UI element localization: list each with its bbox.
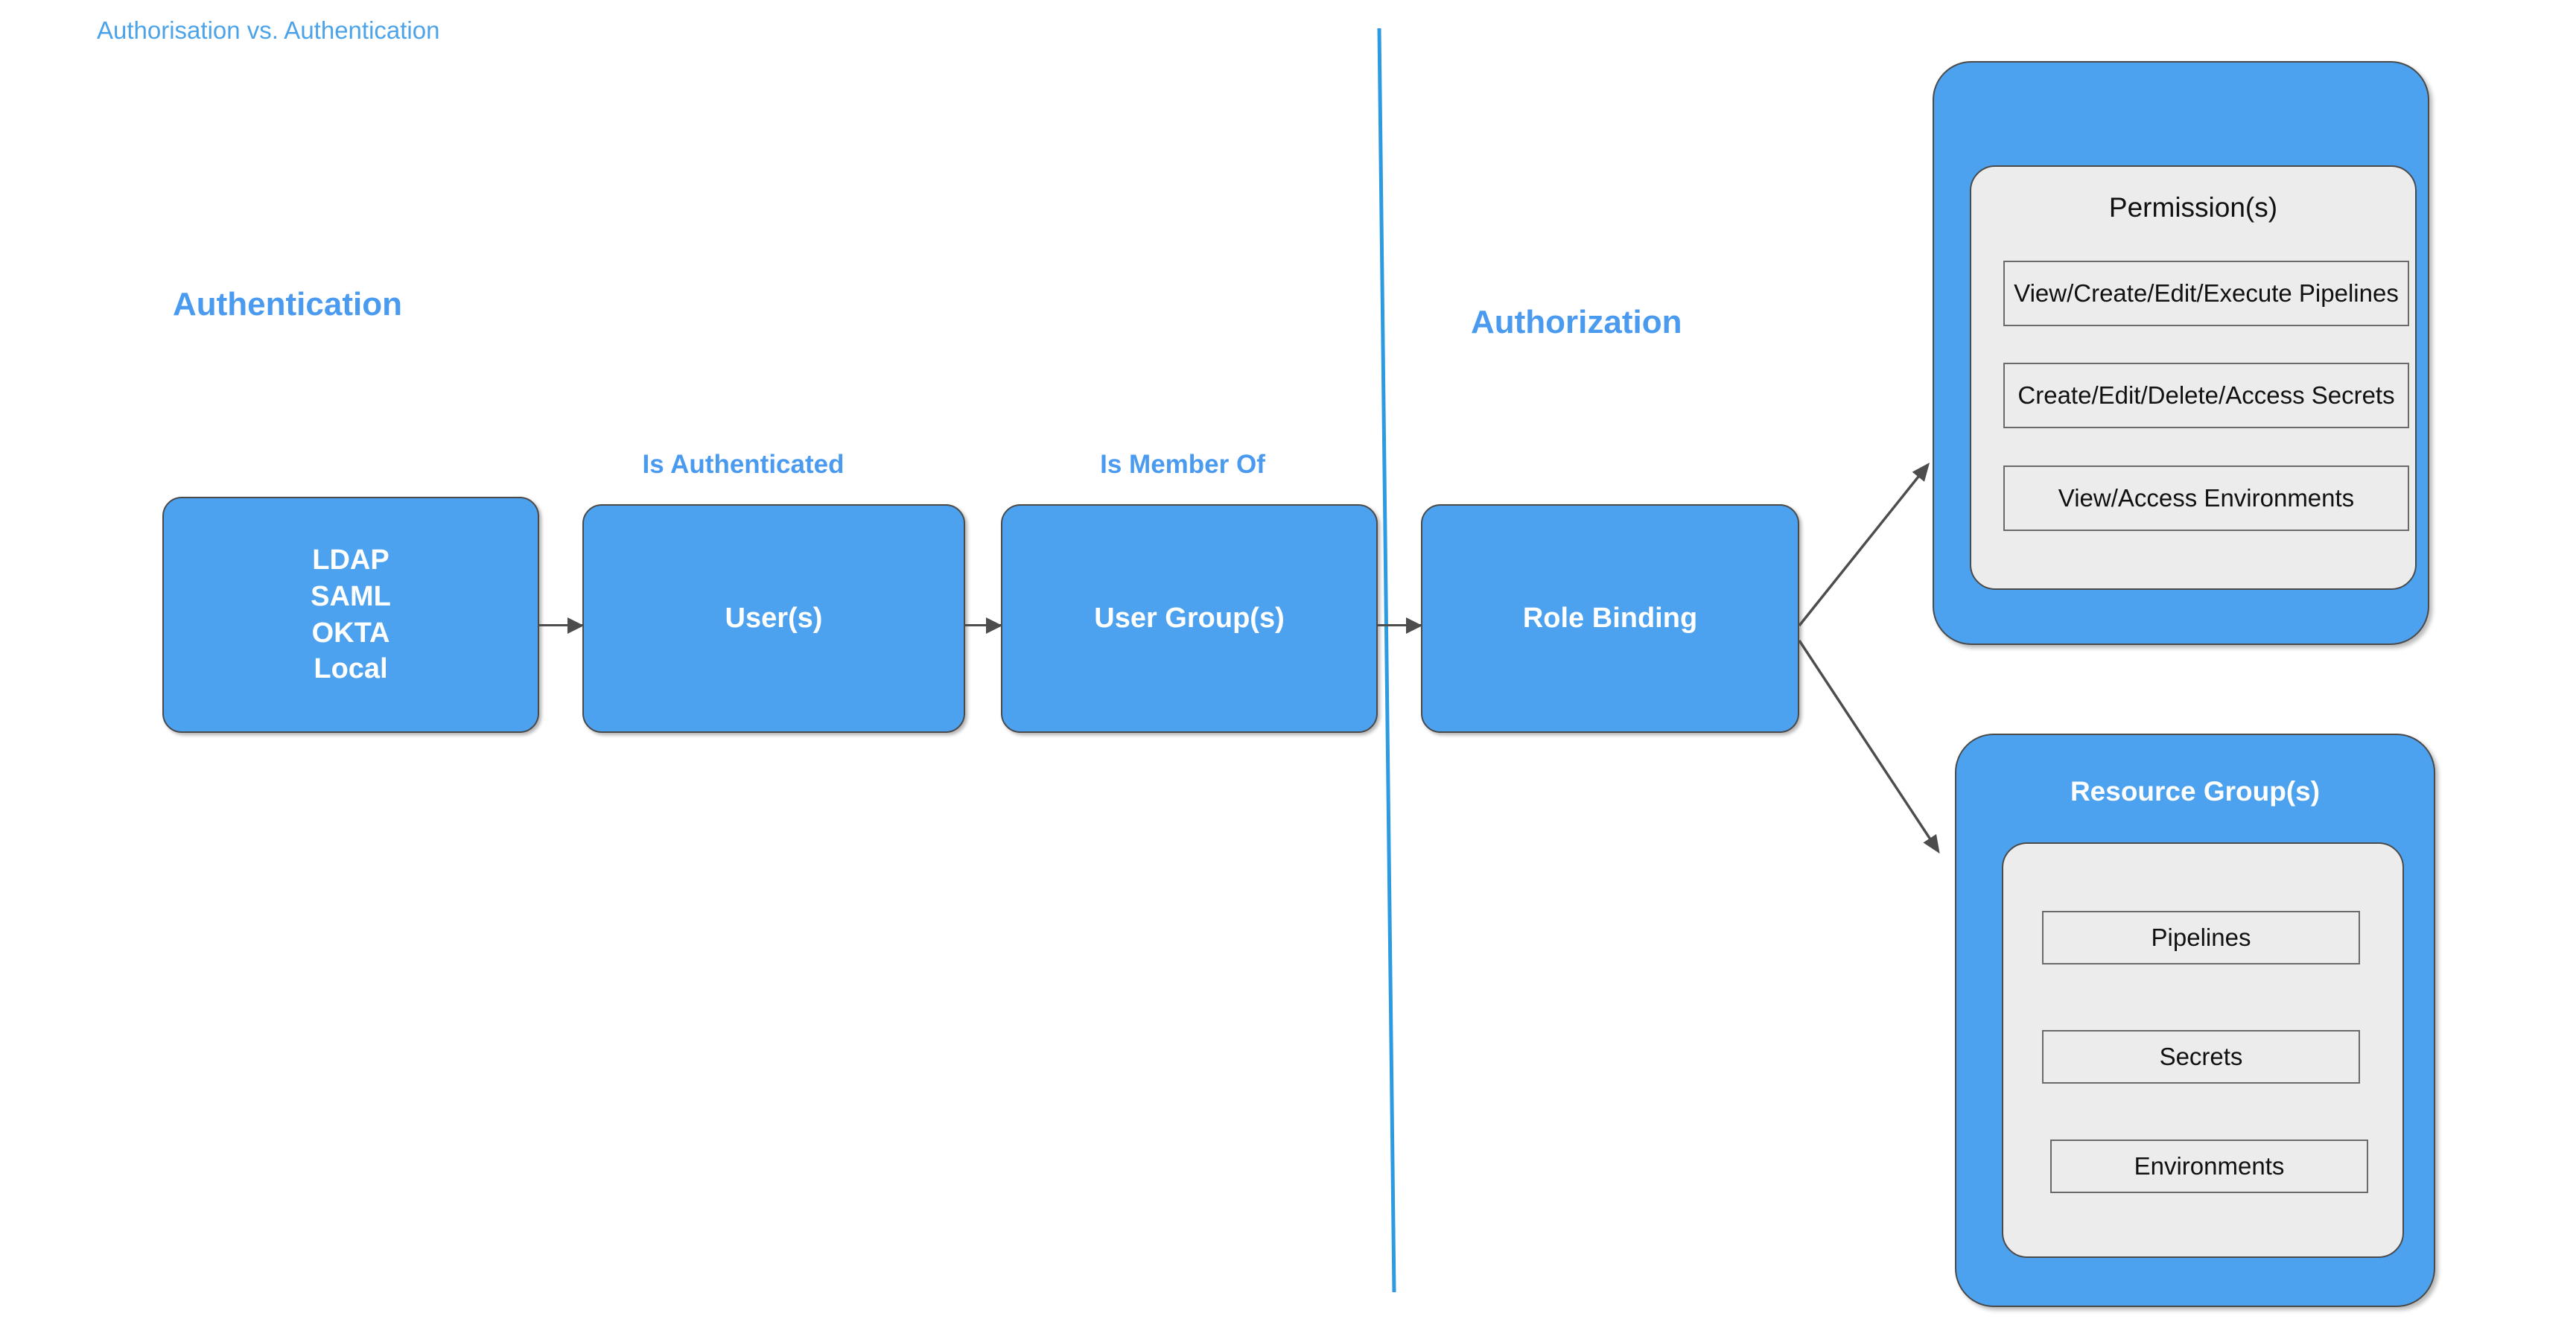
box-users[interactable]: User(s) bbox=[582, 504, 965, 733]
permission-item[interactable]: View/Access Environments bbox=[2003, 465, 2409, 531]
label-is-member-of: Is Member Of bbox=[1100, 450, 1265, 479]
identity-provider-ldap: LDAP bbox=[312, 544, 389, 576]
identity-provider-saml: SAML bbox=[311, 580, 391, 612]
box-identity-providers[interactable]: LDAP SAML OKTA Local bbox=[162, 497, 539, 733]
heading-authentication: Authentication bbox=[173, 286, 402, 322]
connector-arrow-idp-to-users bbox=[539, 617, 584, 634]
identity-provider-local: Local bbox=[314, 653, 388, 685]
identity-provider-list: LDAP SAML OKTA Local bbox=[311, 542, 391, 687]
resource-item[interactable]: Environments bbox=[2050, 1140, 2368, 1193]
permission-item[interactable]: View/Create/Edit/Execute Pipelines bbox=[2003, 261, 2409, 326]
resource-item[interactable]: Pipelines bbox=[2042, 911, 2360, 964]
panel-resource-groups-title: Resource Group(s) bbox=[2070, 776, 2321, 807]
permission-item[interactable]: Create/Edit/Delete/Access Secrets bbox=[2003, 363, 2409, 428]
box-role-binding[interactable]: Role Binding bbox=[1421, 504, 1799, 733]
resource-item[interactable]: Secrets bbox=[2042, 1030, 2360, 1084]
connector-arrow-groups-to-rolebinding bbox=[1378, 617, 1422, 634]
label-is-authenticated: Is Authenticated bbox=[642, 450, 845, 479]
heading-authorization: Authorization bbox=[1471, 304, 1682, 340]
identity-provider-okta: OKTA bbox=[311, 617, 390, 649]
permissions-title: Permission(s) bbox=[2108, 192, 2278, 223]
connector-arrow-users-to-groups bbox=[965, 617, 1002, 634]
box-user-groups[interactable]: User Group(s) bbox=[1001, 504, 1378, 733]
page-title: Authorisation vs. Authentication bbox=[97, 16, 440, 44]
